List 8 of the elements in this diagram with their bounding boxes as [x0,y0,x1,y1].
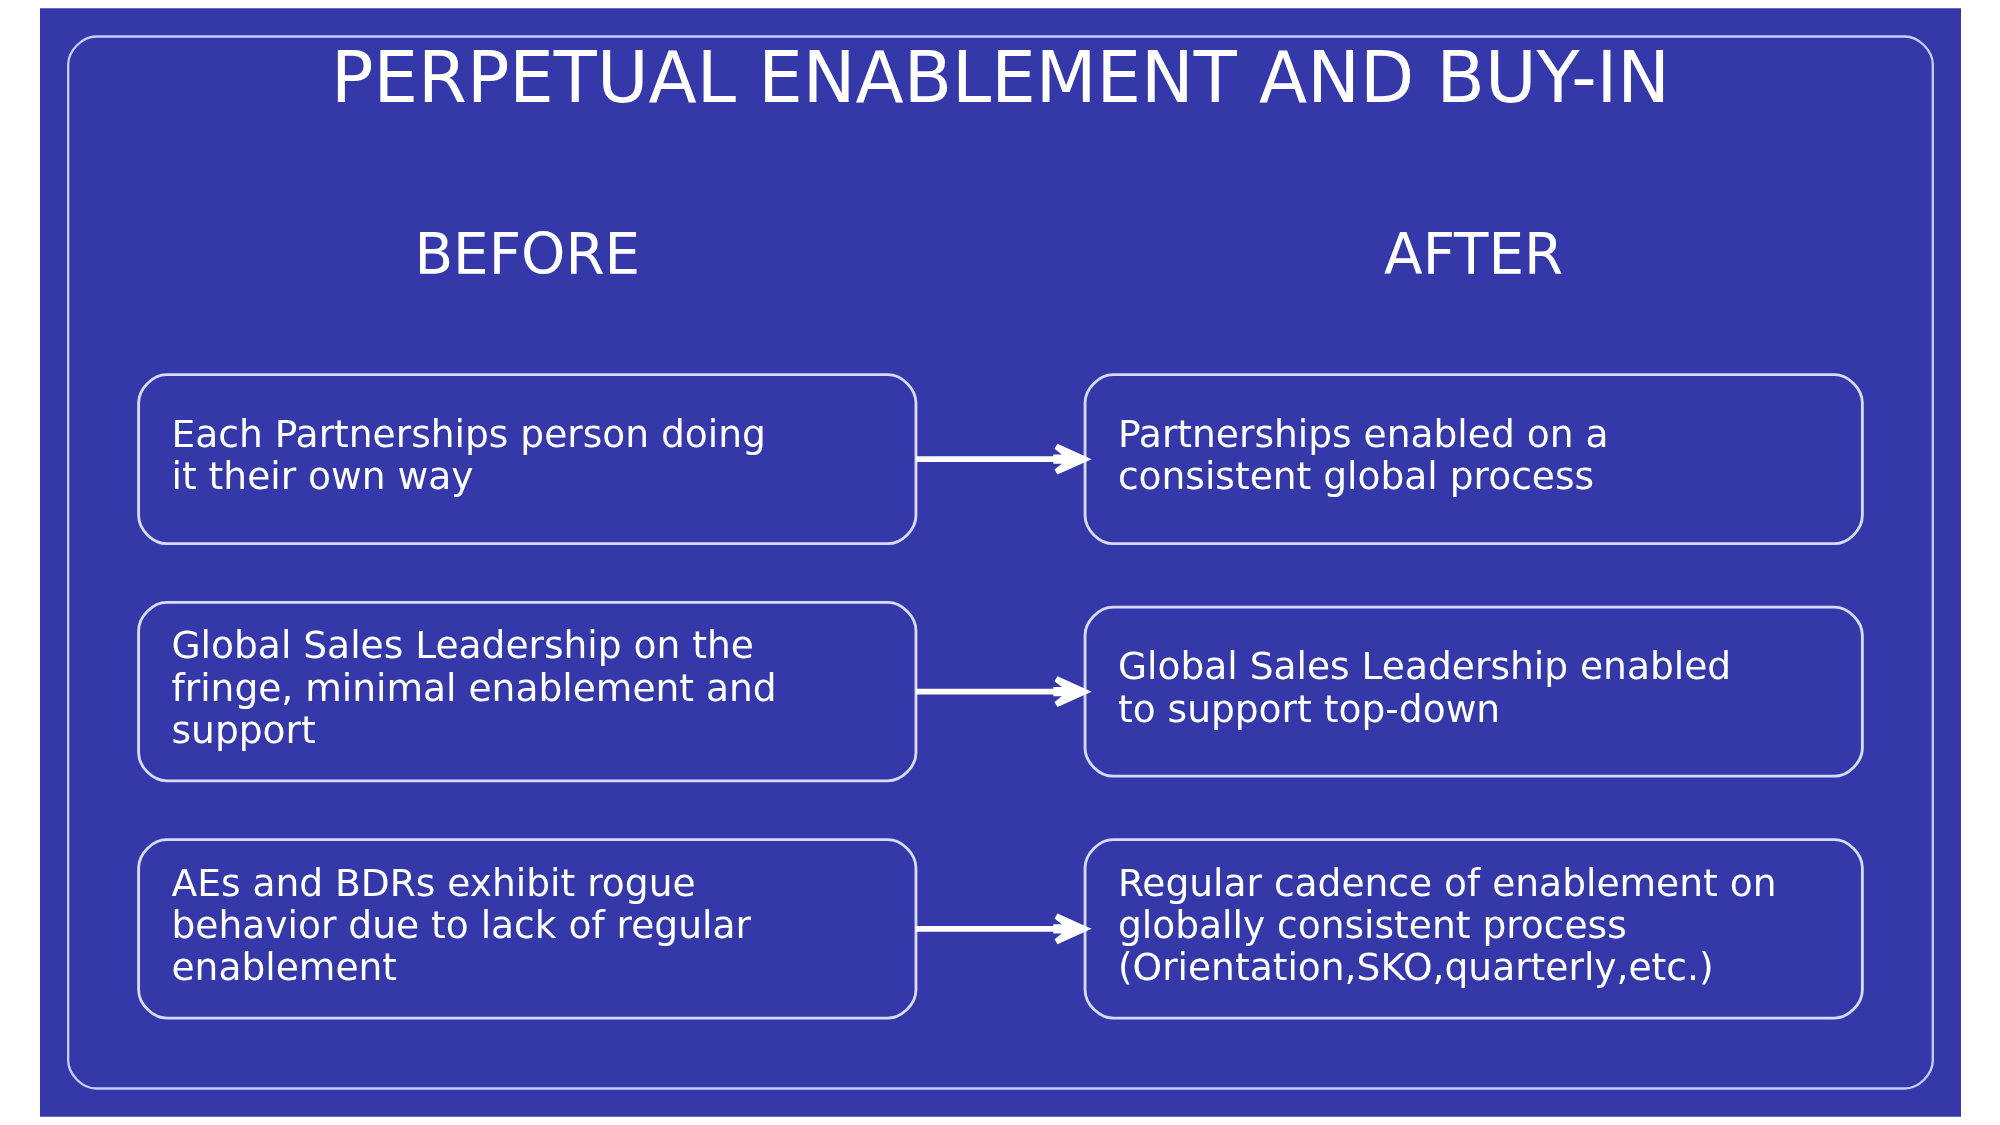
node-box: Global Sales Leadership on the fringe, minimal enablement and support [136,601,917,783]
node-box: AEs and BDRs exhibit rogue behavior due to lack of regular enablement [136,838,917,1020]
label: BEFORE [413,222,640,288]
node-box: Each Partnerships person doing it their own way [136,373,917,546]
node-box: Partnerships enabled on a consistent global process [1083,373,1864,546]
node-box: Regular cadence of enablement on globally consistent process (Orientation,SKO,quarterly,etc.) [1083,838,1864,1020]
label: AFTER [1383,222,1563,288]
node-box: Global Sales Leadership enabled to support top-down [1083,605,1864,778]
